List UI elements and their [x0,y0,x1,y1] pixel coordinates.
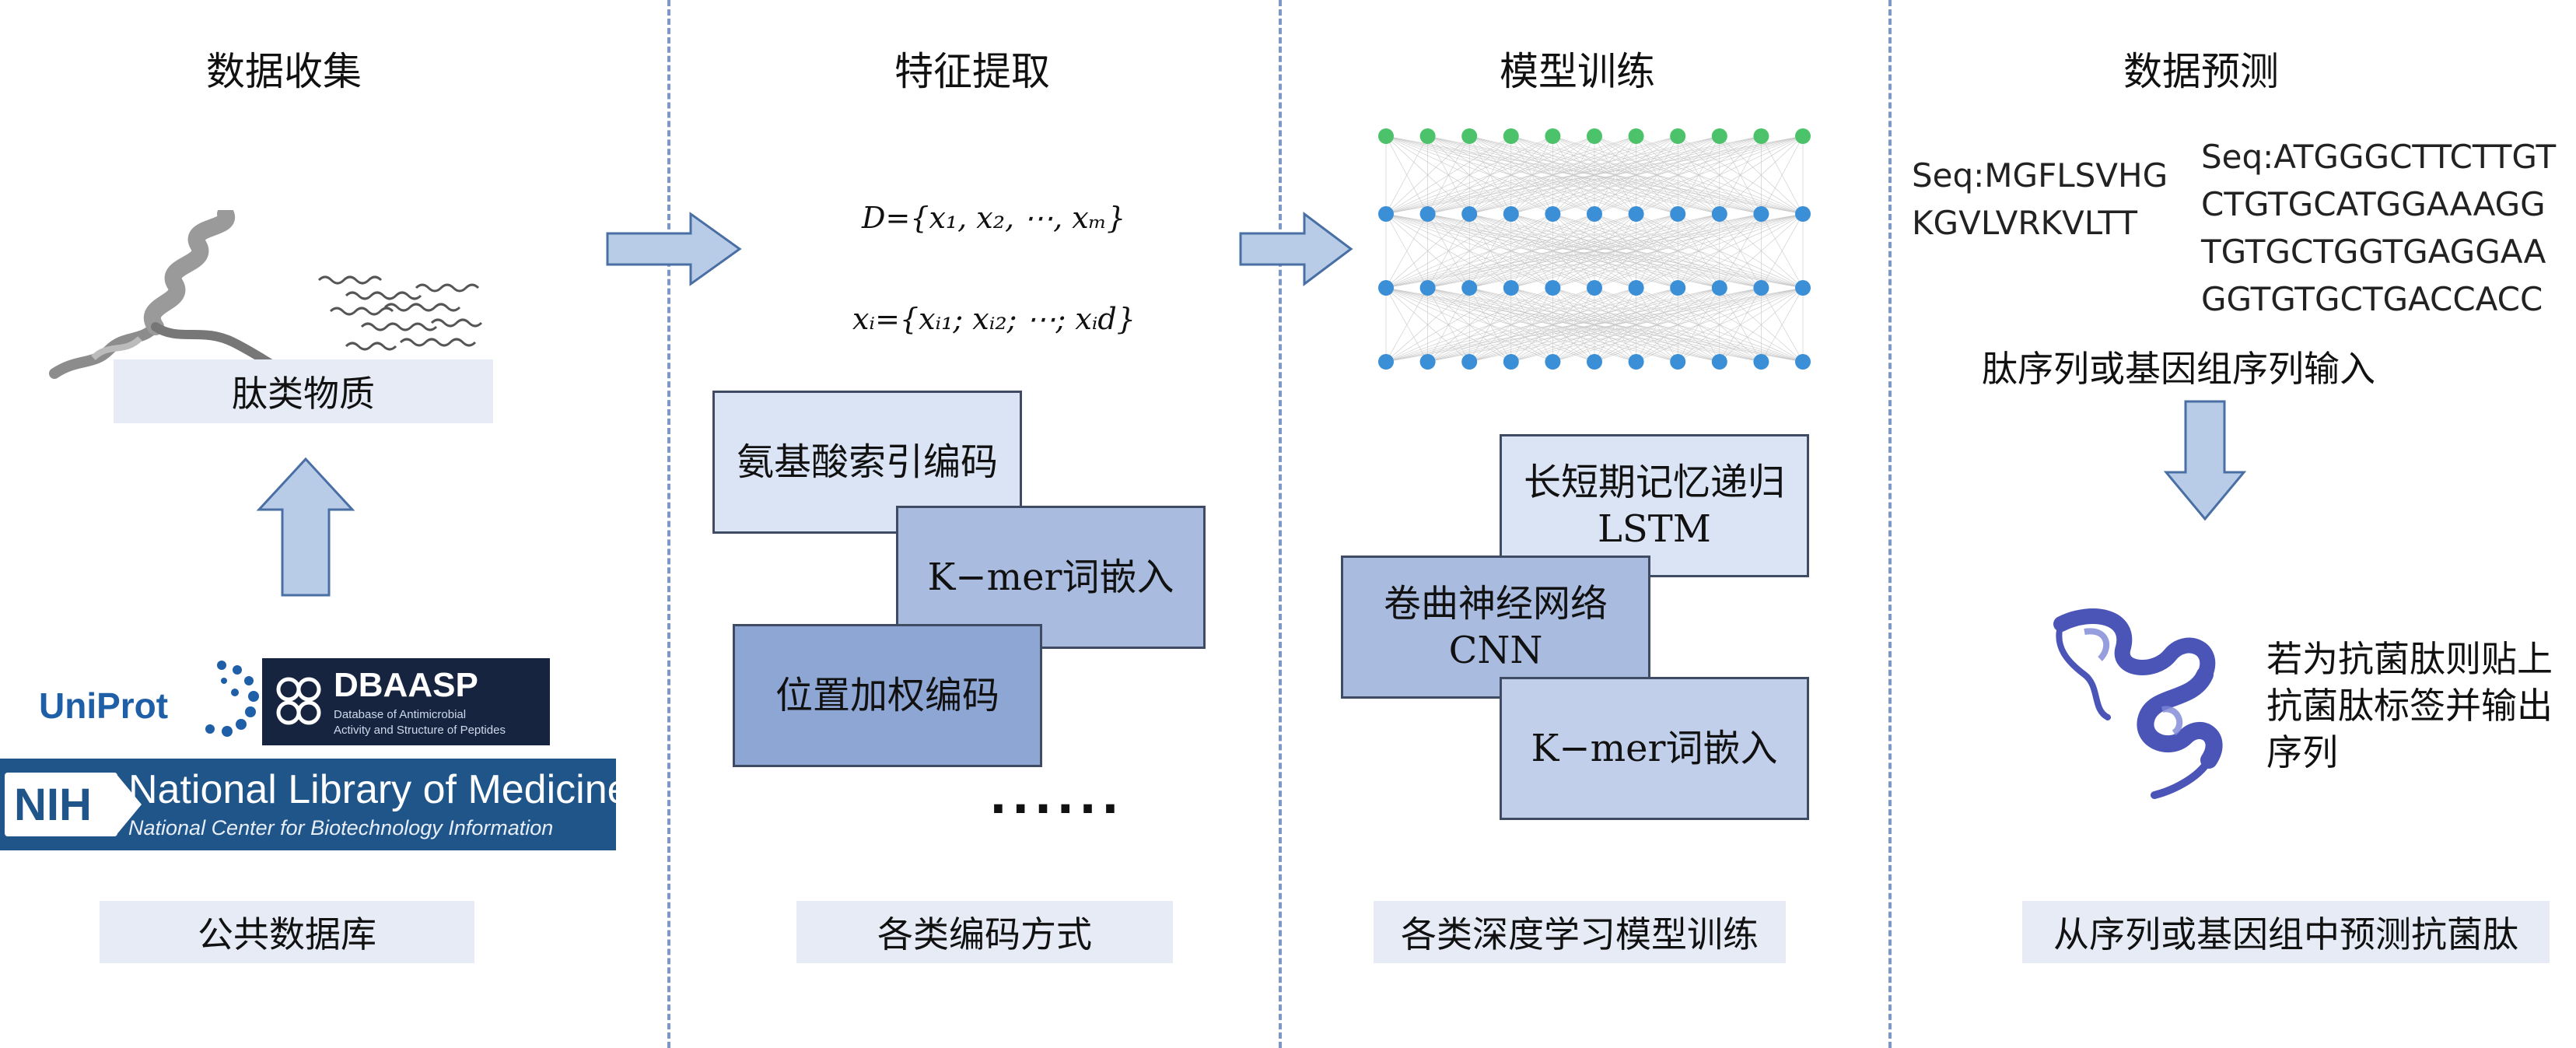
nn-hidden-node [1545,206,1561,222]
box-lstm: 长短期记忆递归 LSTM [1500,434,1809,577]
nn-output-node [1795,128,1811,144]
nn-output-node [1461,128,1478,144]
nn-hidden-node [1795,280,1811,296]
nn-hidden-node [1670,206,1686,222]
nn-hidden-node [1419,280,1436,296]
nn-hidden-node [1628,280,1644,296]
formula-dataset: D={x₁, x₂, ⋯, xₘ} [862,201,1126,235]
nn-output-node [1503,128,1519,144]
gene-sequence: Seq:ATGGGCTTCTTGT CTGTGCATGGAAAGG TGTGCT… [2201,138,2557,318]
nn-hidden-node [1419,354,1436,370]
model-training-caption: 各类深度学习模型训练 [1374,901,1786,963]
nn-hidden-node [1753,280,1769,296]
right-arrow-1-icon [606,212,742,286]
nn-hidden-node [1753,206,1769,222]
peptide-strands-image [317,275,483,351]
box-position-weighted-encoding: 位置加权编码 [733,624,1042,767]
nn-hidden-node [1378,206,1394,222]
box-cnn: 卷曲神经网络 CNN [1341,556,1650,699]
sequence-input-label: 肽序列或基因组序列输入 [1982,348,2375,390]
nn-hidden-node [1670,354,1686,370]
nn-hidden-node [1753,354,1769,370]
nn-output-node [1587,128,1602,144]
nn-hidden-node [1461,354,1478,370]
nn-output-node [1628,128,1644,144]
nn-hidden-node [1795,354,1811,370]
prediction-caption: 从序列或基因组中预测抗菌肽 [2022,901,2550,963]
prediction-result-text: 若为抗菌肽则贴上 抗菌肽标签并输出 序列 [2266,638,2553,773]
nih-badge: NIH [5,773,117,836]
nn-hidden-node [1503,280,1519,296]
nn-hidden-node [1503,206,1519,222]
nn-output-node [1711,128,1727,144]
nn-hidden-node [1587,354,1602,370]
stage-divider-3 [1888,0,1892,1048]
antimicrobial-peptide-structure-image [2053,608,2223,799]
uniprot-logo: UniProt [39,657,259,743]
nn-hidden-node [1628,206,1644,222]
nn-hidden-node [1795,206,1811,222]
stage-title-model: 模型训练 [1500,49,1655,94]
peptide-helix-image [49,210,292,379]
peptide-caption: 肽类物质 [114,359,493,423]
nn-hidden-node [1378,354,1394,370]
nn-hidden-node [1587,206,1602,222]
nn-output-node [1670,128,1686,144]
nn-output-node [1378,128,1394,144]
formula-sample: xᵢ={xᵢ₁; xᵢ₂; ⋯; xᵢd} [852,302,1136,336]
nn-hidden-node [1545,354,1561,370]
nn-output-node [1753,128,1769,144]
nn-hidden-node [1545,280,1561,296]
nn-hidden-node [1461,206,1478,222]
nn-output-node [1419,128,1436,144]
nn-hidden-node [1711,280,1727,296]
nn-hidden-node [1628,354,1644,370]
nn-hidden-node [1587,280,1602,296]
box-kmer-embedding: K−mer词嵌入 [896,506,1206,649]
nn-hidden-node [1419,206,1436,222]
stage-title-predict: 数据预测 [2123,49,2279,94]
encoding-caption: 各类编码方式 [796,901,1173,963]
neural-network-image [1378,128,1811,370]
nn-hidden-node [1711,354,1727,370]
right-arrow-2-icon [1239,212,1353,286]
stage-title-feature: 特征提取 [894,49,1050,94]
box-kmer-embedding-model: K−mer词嵌入 [1500,677,1809,820]
database-caption: 公共数据库 [100,901,474,963]
up-arrow-icon [256,457,355,597]
ellipsis: ...... [989,770,1124,825]
nn-hidden-node [1711,206,1727,222]
nn-hidden-node [1461,280,1478,296]
nn-hidden-node [1503,354,1519,370]
peptide-sequence: Seq:MGFLSVHG KGVLVRKVLTT [1912,156,2168,242]
nn-hidden-node [1378,280,1394,296]
nn-output-node [1545,128,1561,144]
down-arrow-icon [2163,400,2247,521]
stage-divider-1 [667,0,670,1048]
stage-divider-2 [1279,0,1282,1048]
nn-hidden-node [1670,280,1686,296]
nih-nlm-logo: NIH National Library of Medicine Nationa… [0,759,630,850]
dbaasp-logo: DBAASP Database of Antimicrobial Activit… [262,658,550,745]
stage-title-collect: 数据收集 [206,49,362,94]
